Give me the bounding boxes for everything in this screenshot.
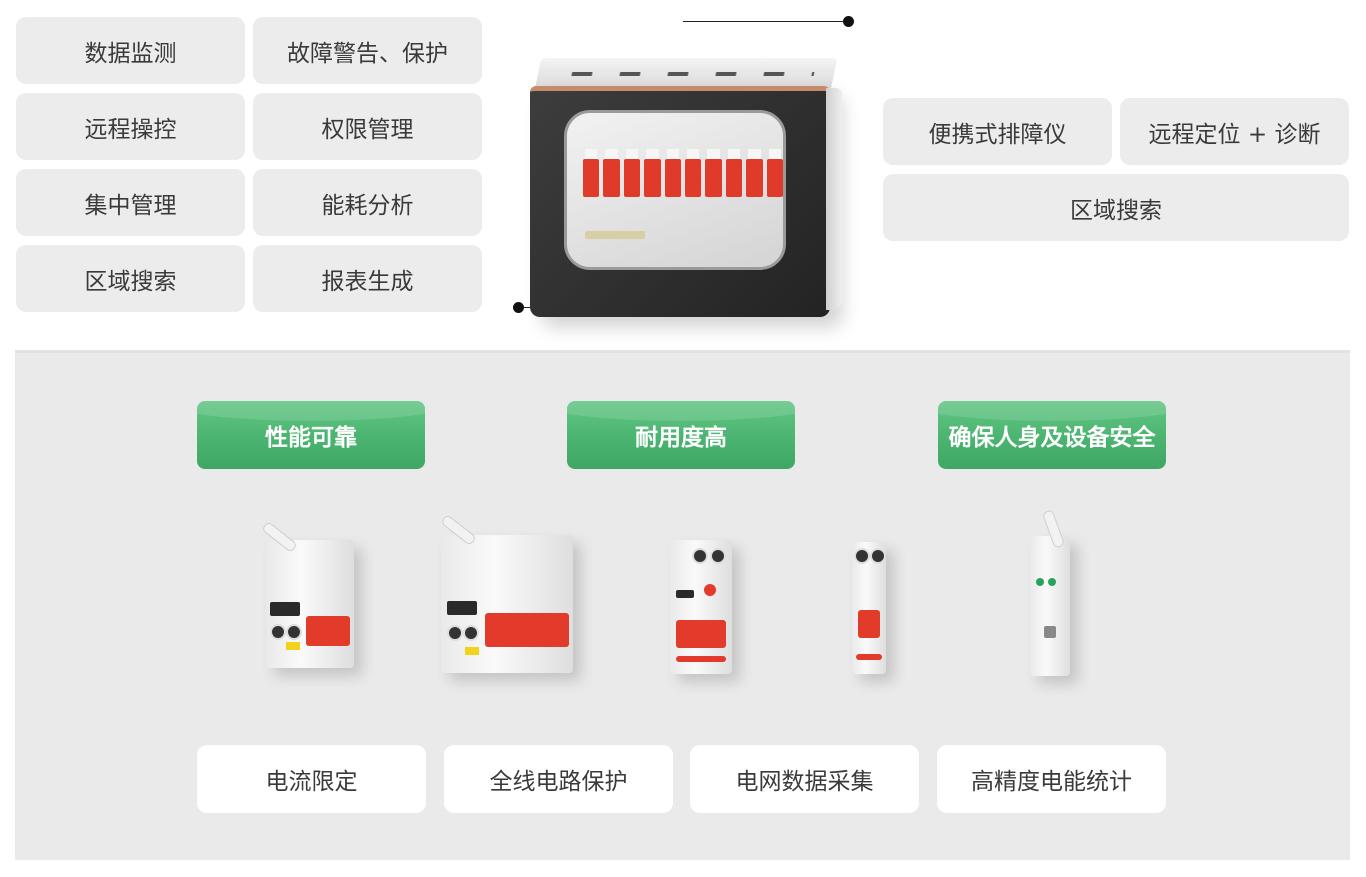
feature-fault-alarm-protection[interactable]: 故障警告、保护: [253, 17, 482, 84]
connector-dot-bottom: [513, 302, 524, 313]
connector-dot-top: [843, 16, 854, 27]
advantage-high-durability[interactable]: 耐用度高: [567, 401, 795, 469]
feature-remote-locate-diagnose[interactable]: 远程定位 + 诊断: [1120, 98, 1349, 165]
feature-report-generation[interactable]: 报表生成: [253, 245, 482, 312]
leakage-breaker-image: [670, 540, 732, 674]
function-grid-data-collection[interactable]: 电网数据采集: [690, 745, 919, 813]
function-full-circuit-protection[interactable]: 全线电路保护: [444, 745, 673, 813]
smart-breaker-3p-image: [261, 520, 354, 668]
feature-area-search-right[interactable]: 区域搜索: [883, 174, 1349, 241]
connector-line-top: [683, 21, 845, 22]
feature-data-monitoring[interactable]: 数据监测: [16, 17, 245, 84]
smart-module-image: [1030, 509, 1070, 676]
feature-portable-troubleshooter[interactable]: 便携式排障仪: [883, 98, 1112, 165]
feature-remote-control[interactable]: 远程操控: [16, 93, 245, 160]
function-current-limit[interactable]: 电流限定: [197, 745, 426, 813]
smart-breaker-4p-image: [440, 513, 573, 673]
distribution-cabinet-image: [530, 58, 842, 317]
feature-centralized-management[interactable]: 集中管理: [16, 169, 245, 236]
advantage-safety-assurance[interactable]: 确保人身及设备安全: [938, 401, 1166, 469]
mini-breaker-1p-image: [852, 542, 886, 674]
advantage-reliable-performance[interactable]: 性能可靠: [197, 401, 425, 469]
feature-area-search[interactable]: 区域搜索: [16, 245, 245, 312]
feature-permission-management[interactable]: 权限管理: [253, 93, 482, 160]
function-precise-energy-statistics[interactable]: 高精度电能统计: [937, 745, 1166, 813]
feature-energy-analysis[interactable]: 能耗分析: [253, 169, 482, 236]
